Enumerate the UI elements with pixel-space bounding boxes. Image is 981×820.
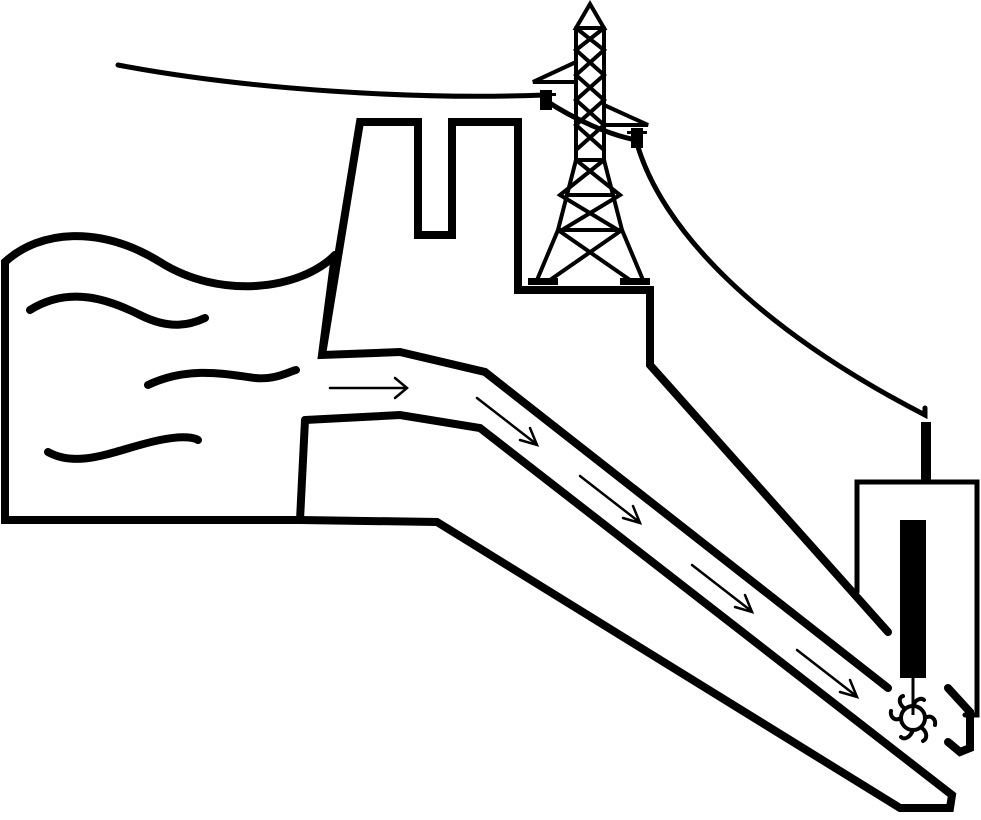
flow-arrow: [795, 648, 860, 699]
penstock: [296, 410, 957, 812]
flow-arrows: [328, 376, 860, 699]
flow-arrow: [328, 376, 409, 400]
water-wave: [26, 292, 209, 329]
flow-arrow: [578, 474, 643, 525]
reservoir: [0, 232, 339, 524]
power-line-right: [633, 137, 928, 420]
dam-wall: [317, 118, 892, 692]
turbine-icon: [888, 694, 938, 743]
tailrace-wall: [944, 684, 974, 757]
power-line-left: [115, 62, 548, 99]
water-wave: [144, 366, 300, 389]
powerhouse: [854, 422, 980, 743]
transmission-tower-icon: [532, 0, 649, 282]
generator: [900, 520, 926, 678]
water-wave: [44, 433, 202, 463]
flow-arrow: [690, 563, 755, 614]
flow-arrow: [475, 396, 540, 447]
insulator-icon: [536, 90, 647, 148]
